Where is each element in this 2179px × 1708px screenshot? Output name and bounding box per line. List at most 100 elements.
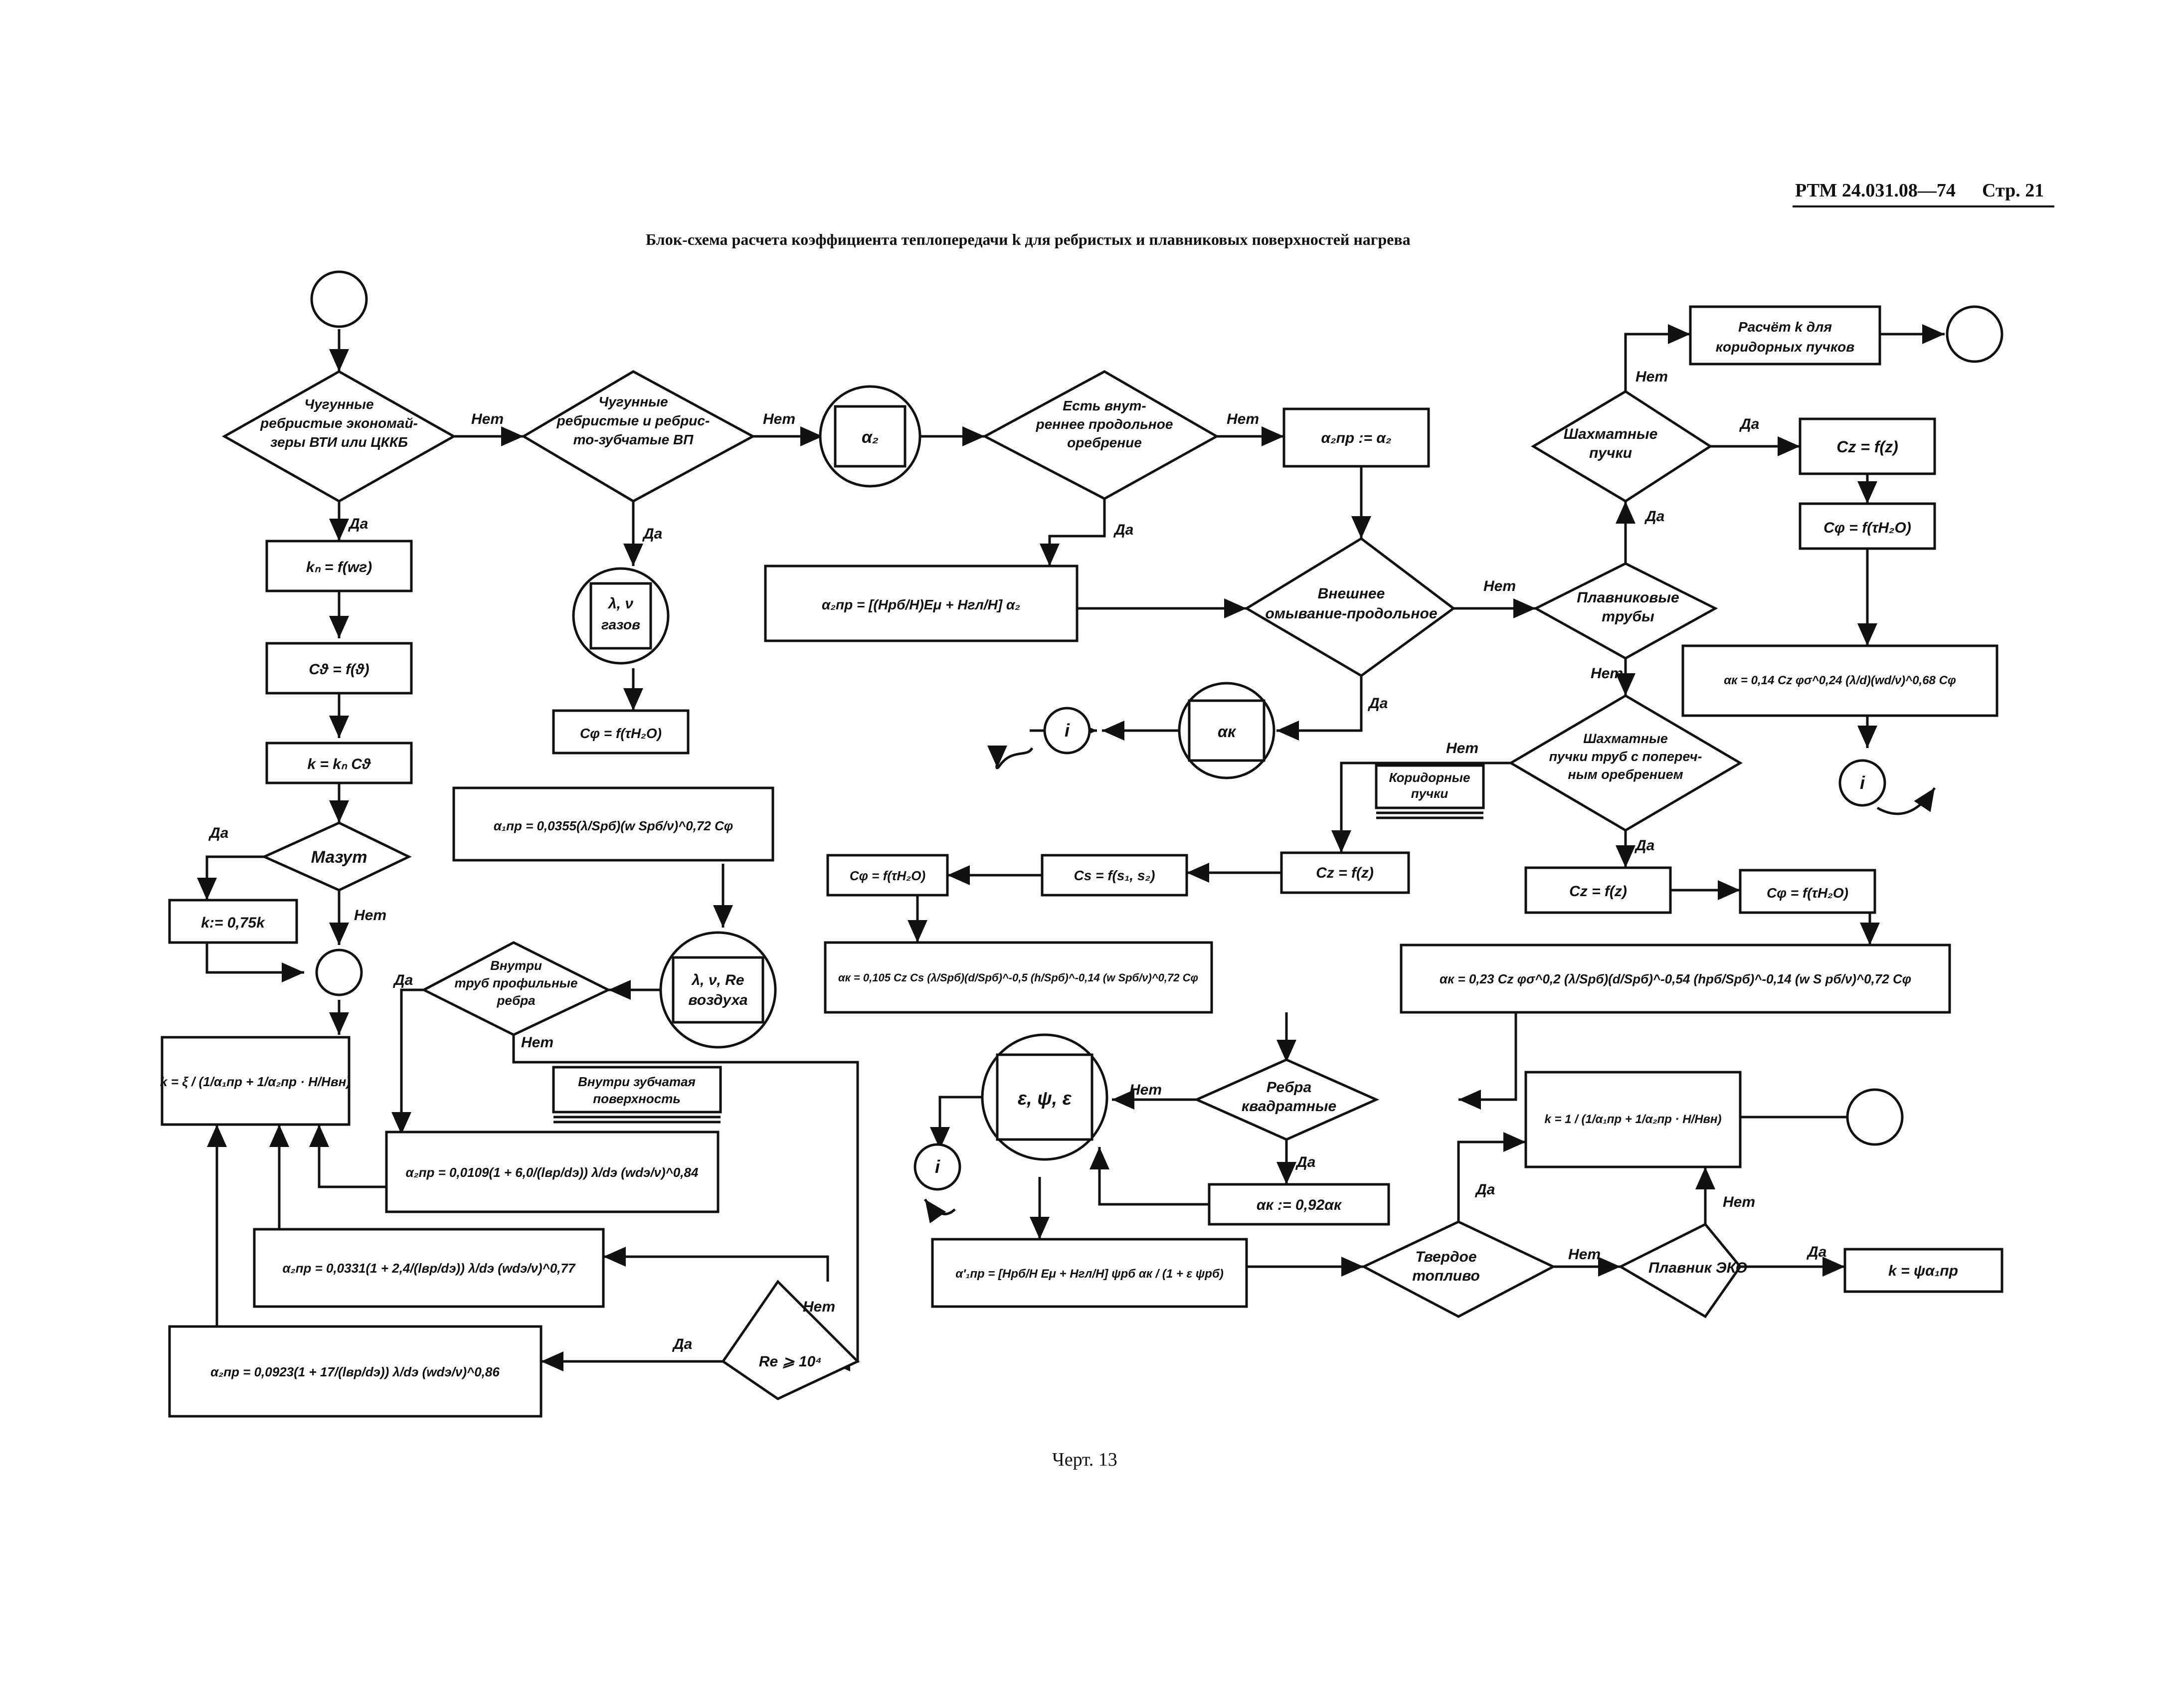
svg-text:Да: Да — [392, 972, 413, 988]
svg-text:Re ⩾ 10⁴: Re ⩾ 10⁴ — [759, 1353, 822, 1370]
process-cz-top: Cz = f(z) — [1799, 417, 1936, 475]
svg-text:ребристые экономай-: ребристые экономай- — [260, 415, 418, 431]
svg-text:Да: Да — [1295, 1154, 1315, 1170]
svg-text:αк: αк — [1218, 723, 1237, 741]
svg-text:реннее продольное: реннее продольное — [1036, 416, 1173, 432]
subroutine-lambda-air: λ, ν, Re воздуха — [659, 931, 777, 1049]
join-terminal — [315, 949, 363, 996]
svg-text:Твердое: Твердое — [1415, 1249, 1476, 1265]
connector-i-right-label: i — [1860, 772, 1865, 793]
svg-text:пучки труб с попереч-: пучки труб с попереч- — [1549, 749, 1702, 764]
decision-fin-eco: Плавник ЭКО — [1618, 1222, 1747, 1319]
svg-text:Да: Да — [1634, 837, 1654, 854]
svg-text:αк = 0,23 Cz φσ^0,2 (λ/Sрб)(d/: αк = 0,23 Cz φσ^0,2 (λ/Sрб)(d/Sрб)^-0,54… — [1440, 971, 1911, 986]
svg-text:Внутри зубчатая: Внутри зубчатая — [578, 1074, 696, 1089]
process-cs: Cs = f(s₁, s₂) — [1041, 854, 1188, 897]
svg-text:λ, ν: λ, ν — [607, 595, 633, 612]
process-a2pr-0109: α₂пр = 0,0109(1 + 6,0/(lвр/dэ)) λ/dэ (wd… — [385, 1131, 720, 1213]
document-toothed-surface: Внутри зубчатая поверхность — [552, 1066, 722, 1124]
process-cz-mid: Cz = f(z) — [1280, 851, 1410, 894]
process-a2pr-long: α₂пр = [(Hрб/H)Eμ + Hгл/H] α₂ — [764, 565, 1079, 642]
process-a1pr: α₁пр = 0,0355(λ/Sрб)(w Sрб/ν)^0,72 Cφ — [452, 786, 774, 862]
svg-text:Внутри: Внутри — [490, 958, 542, 973]
end-terminal-top — [1946, 305, 2003, 363]
decision-mazut: Мазут — [261, 821, 412, 892]
decision-cast-iron-eco: Чугунные ребристые экономай- зеры ВТИ ил… — [221, 370, 457, 503]
svg-text:λ, ν, Re: λ, ν, Re — [691, 972, 744, 988]
subroutine-a2: α₂ — [819, 385, 921, 488]
doc-reference: РТМ 24.031.08—74 — [1795, 180, 1956, 201]
svg-text:Cφ = f(τH₂O): Cφ = f(τH₂O) — [850, 868, 925, 883]
svg-text:Нет: Нет — [1129, 1082, 1162, 1098]
svg-text:Коридорные: Коридорные — [1389, 770, 1470, 785]
svg-text:Cz = f(z): Cz = f(z) — [1569, 883, 1627, 900]
svg-text:квадратные: квадратные — [1242, 1098, 1336, 1115]
process-k-corridor: Расчёт k для коридорных пучков — [1689, 305, 1881, 366]
process-cphi-top: Cφ = f(τH₂O) — [1799, 502, 1936, 550]
svg-text:αк := 0,92αк: αк := 0,92αк — [1257, 1197, 1342, 1213]
decision-solid-fuel: Твердое топливо — [1361, 1220, 1556, 1318]
svg-text:α₂пр := α₂: α₂пр := α₂ — [1321, 430, 1392, 446]
svg-text:Плавниковые: Плавниковые — [1577, 589, 1679, 606]
svg-text:Cφ = f(τH₂O): Cφ = f(τH₂O) — [1767, 885, 1848, 901]
connector-i-right — [1838, 759, 1886, 807]
decision-staggered-transverse: Шахматные пучки труб с попереч- ным ореб… — [1508, 694, 1743, 832]
process-cphi-right: Cφ = f(τH₂O) — [1739, 869, 1876, 914]
figure-caption: Черт. 13 — [1052, 1449, 1117, 1470]
svg-text:Шахматные: Шахматные — [1583, 731, 1668, 746]
svg-text:Нет: Нет — [1635, 369, 1668, 385]
process-ak-right: αк = 0,23 Cz φσ^0,2 (λ/Sрб)(d/Sрб)^-0,54… — [1400, 944, 1951, 1014]
svg-text:k = ξ / (1/α₁пр + 1/α₂пр · H/H: k = ξ / (1/α₁пр + 1/α₂пр · H/Hвн) — [160, 1074, 351, 1089]
svg-text:Да: Да — [642, 526, 662, 542]
start-terminal — [310, 270, 368, 328]
svg-text:Да: Да — [1474, 1181, 1495, 1198]
process-kn: kₙ = f(wг) — [265, 540, 413, 592]
svg-text:оребрение: оребрение — [1067, 435, 1142, 450]
process-a1pr-prime: α′₁пр = [Hрб/H Eμ + Hгл/H] ψрб αк / (1 +… — [931, 1238, 1248, 1308]
svg-text:k = ψα₁пр: k = ψα₁пр — [1888, 1263, 1958, 1279]
svg-text:α₂: α₂ — [862, 428, 879, 447]
svg-text:ε, ψ, ε: ε, ψ, ε — [1018, 1088, 1072, 1109]
svg-text:Да: Да — [1806, 1244, 1826, 1260]
svg-text:Cφ = f(τH₂O): Cφ = f(τH₂O) — [580, 726, 662, 741]
end-terminal-bottom — [1846, 1088, 1904, 1146]
svg-text:Нет: Нет — [763, 411, 795, 427]
svg-text:топливо: топливо — [1412, 1268, 1480, 1284]
process-a2pr-0923: α₂пр = 0,0923(1 + 17/(lвр/dэ)) λ/dэ (wdэ… — [168, 1325, 543, 1418]
svg-text:k = 1 / (1/α₁пр + 1/α₂пр · H/H: k = 1 / (1/α₁пр + 1/α₂пр · H/Hвн) — [1544, 1113, 1721, 1126]
connector-i-bottom — [913, 1143, 961, 1191]
connector-i-left — [1043, 707, 1091, 755]
decision-cast-iron-ap: Чугунные ребристые и ребрис- то-зубчатые… — [521, 370, 756, 503]
svg-text:Расчёт k для: Расчёт k для — [1738, 319, 1832, 335]
svg-text:Нет: Нет — [1446, 740, 1478, 757]
svg-text:то-зубчатые ВП: то-зубчатые ВП — [573, 432, 694, 447]
svg-text:Да: Да — [1367, 695, 1388, 712]
svg-text:Ребра: Ребра — [1267, 1079, 1311, 1096]
branch-labels: Нет Нет Нет Да Да Да Нет Да Нет Да Да Не… — [208, 369, 1826, 1352]
diagram-title: Блок-схема расчета коэффициента теплопер… — [646, 230, 1411, 248]
svg-text:Нет: Нет — [521, 1034, 553, 1051]
svg-text:α₂пр = 0,0331(1 + 2,4/(lвр/dэ): α₂пр = 0,0331(1 + 2,4/(lвр/dэ)) λ/dэ (wd… — [283, 1261, 576, 1276]
svg-text:поверхность: поверхность — [593, 1091, 681, 1106]
process-cth: Cϑ = f(ϑ) — [265, 642, 413, 695]
subroutine-eps: ε, ψ, ε — [981, 1033, 1108, 1161]
svg-text:Да: Да — [1113, 522, 1133, 538]
svg-text:αк = 0,14 Cz φσ^0,24 (λ/d)(wd/: αк = 0,14 Cz φσ^0,24 (λ/d)(wd/ν)^0,68 Cφ — [1724, 674, 1956, 687]
svg-text:Внешнее: Внешнее — [1318, 585, 1385, 602]
process-cphi-left: Cφ = f(τH₂O) — [552, 709, 690, 755]
svg-text:Нет: Нет — [1227, 411, 1259, 427]
process-k075: k:= 0,75k — [168, 899, 298, 944]
svg-text:Да: Да — [672, 1336, 692, 1352]
process-k-kn: k = kₙ Cϑ — [265, 742, 413, 784]
process-a2pr-eq: α₂пр := α₂ — [1282, 407, 1430, 468]
svg-text:омывание-продольное: омывание-продольное — [1265, 605, 1437, 622]
process-cz-right: Cz = f(z) — [1524, 866, 1672, 914]
svg-text:Чугунные: Чугунные — [598, 394, 668, 409]
svg-text:трубы: трубы — [1602, 608, 1654, 625]
decision-external-flow: Внешнее омывание-продольное — [1244, 537, 1456, 677]
svg-text:Нет: Нет — [1723, 1194, 1755, 1210]
connector-i-left-label: i — [1065, 720, 1070, 741]
svg-text:Есть внут-: Есть внут- — [1063, 398, 1146, 413]
